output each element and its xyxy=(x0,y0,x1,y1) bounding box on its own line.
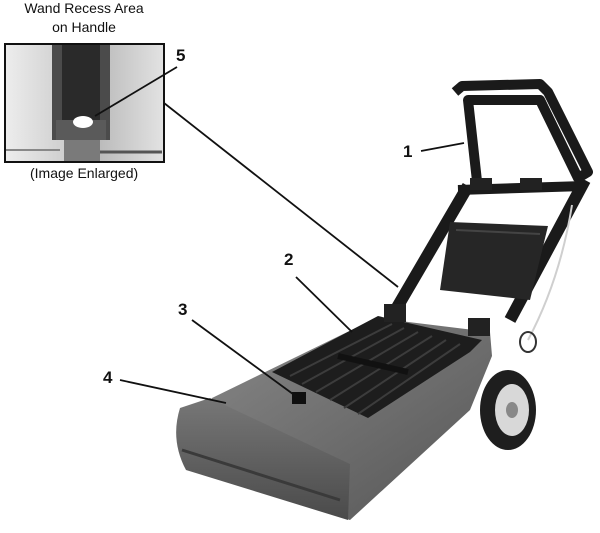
leader-line-4 xyxy=(119,379,227,404)
vacuum-body xyxy=(176,304,537,520)
inset-caption: (Image Enlarged) xyxy=(30,165,139,181)
leader-line-3 xyxy=(191,319,298,398)
callout-2: 2 xyxy=(284,250,294,269)
handle-frame xyxy=(386,79,593,341)
callout-1: 1 xyxy=(403,142,413,161)
leader-line-5 xyxy=(94,66,178,117)
rear-wheel xyxy=(480,370,536,450)
inset-title: Wand Recess Area on Handle xyxy=(8,0,160,37)
wand-recess-dot xyxy=(73,116,93,128)
inset-panel xyxy=(4,43,165,163)
leader-line-1 xyxy=(420,142,465,152)
inset-title-line2: on Handle xyxy=(52,19,116,35)
leader-line-2 xyxy=(295,276,353,333)
dust-bag xyxy=(440,222,548,300)
callout-5: 5 xyxy=(176,46,186,65)
inset-title-line1: Wand Recess Area xyxy=(24,0,144,16)
leader-line-inset xyxy=(163,102,399,288)
callout-3: 3 xyxy=(178,300,188,319)
leader-lines xyxy=(94,66,465,404)
callout-4: 4 xyxy=(103,368,113,387)
